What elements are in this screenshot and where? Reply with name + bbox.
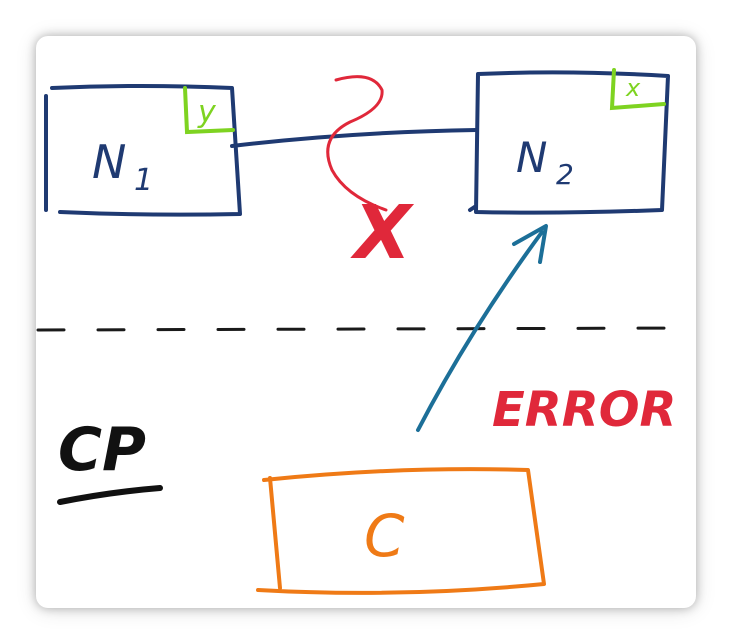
node-n2-tag-box — [609, 68, 666, 111]
node-n2: x N 2 — [468, 68, 670, 215]
whiteboard-card — [36, 36, 696, 608]
node-n1-box — [44, 84, 242, 217]
node-n1-label: N — [92, 135, 126, 189]
client-label: C — [364, 502, 405, 570]
node-n1-tag-box — [183, 86, 235, 135]
link-n1-n2 — [230, 128, 478, 148]
node-n1-subscript: 1 — [134, 163, 153, 198]
node-n2-label: N — [516, 133, 547, 182]
client-box: C — [256, 467, 546, 595]
node-n2-subscript: 2 — [556, 158, 574, 191]
node-n1-tag: y — [197, 95, 217, 130]
error-arrow — [416, 224, 548, 432]
node-n1: y N 1 — [44, 84, 242, 217]
partition-dashed-line — [36, 326, 696, 332]
partition-mark: X — [350, 190, 415, 276]
partition-squiggle — [326, 75, 388, 212]
node-n2-tag: x — [625, 74, 641, 102]
section-label-cp: CP — [58, 415, 146, 485]
node-n2-box — [468, 70, 670, 215]
cp-underline — [57, 485, 163, 505]
error-label: ERROR — [492, 382, 676, 438]
